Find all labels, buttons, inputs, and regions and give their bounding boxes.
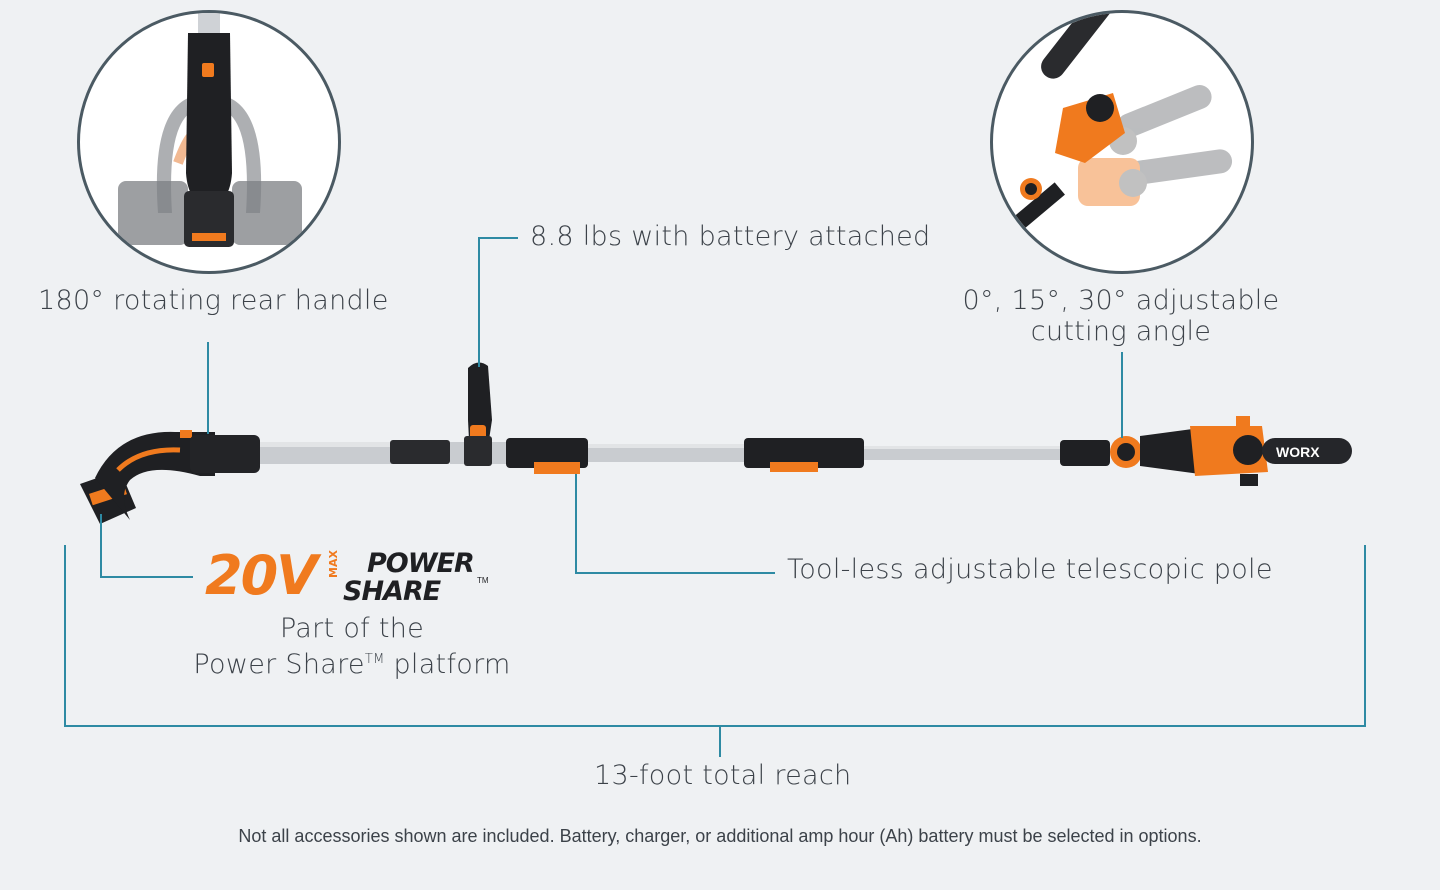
pole-callout-line-v bbox=[575, 474, 577, 573]
platform-tm: TM bbox=[364, 652, 385, 667]
power-share-platform-label: Part of the Power ShareTM platform bbox=[170, 613, 534, 680]
cutting-angle-inset bbox=[990, 10, 1254, 274]
rear-handle-illustration bbox=[118, 13, 302, 247]
cutting-angle-callout-line bbox=[1121, 352, 1123, 438]
platform-line2-end: platform bbox=[384, 649, 511, 680]
rear-handle bbox=[95, 430, 215, 520]
platform-line2: Power Share bbox=[193, 649, 365, 680]
pole-clamp-2 bbox=[744, 438, 864, 472]
pole-clamp-1 bbox=[506, 438, 588, 474]
rear-handle-callout-line bbox=[207, 342, 209, 434]
battery-callout-line-v bbox=[100, 514, 102, 578]
auxiliary-handle bbox=[464, 362, 492, 466]
chainsaw-angle-illustration bbox=[1001, 13, 1233, 240]
logo-max-text: MAX bbox=[327, 550, 340, 578]
logo-20v-text: 20V bbox=[205, 544, 318, 607]
reach-bracket-left bbox=[64, 545, 66, 727]
logo-share-text: SHARE bbox=[343, 576, 441, 607]
platform-line1: Part of the bbox=[279, 613, 425, 644]
cutting-angle-line1: 0°, 15°, 30° adjustable bbox=[962, 285, 1280, 316]
reach-bracket-tick bbox=[719, 725, 721, 757]
pole-callout-line-h bbox=[575, 572, 775, 574]
logo-tm-text: TM bbox=[477, 576, 489, 585]
telescopic-pole-label: Tool-less adjustable telescopic pole bbox=[787, 554, 1273, 585]
power-share-logo: 20V MAX POWER SHARE TM bbox=[205, 544, 500, 608]
rear-handle-inset bbox=[77, 10, 341, 274]
logo-power-text: POWER bbox=[367, 548, 475, 579]
cutting-angle-line2: cutting angle bbox=[1030, 316, 1212, 347]
accessories-footnote: Not all accessories shown are included. … bbox=[238, 826, 1202, 846]
battery-callout-line-h bbox=[100, 576, 193, 578]
worx-bar-logo: WORX bbox=[1276, 444, 1320, 460]
total-reach-label: 13-foot total reach bbox=[594, 760, 852, 791]
weight-callout-line-h bbox=[478, 237, 518, 239]
cutting-angle-label: 0°, 15°, 30° adjustable cutting angle bbox=[955, 285, 1287, 347]
weight-callout-line-v bbox=[478, 237, 480, 367]
reach-bracket-bottom bbox=[64, 725, 1366, 727]
reach-bracket-right bbox=[1364, 545, 1366, 727]
saw-head: WORX bbox=[1060, 416, 1352, 486]
rear-handle-label: 180° rotating rear handle bbox=[38, 285, 389, 316]
weight-label: 8.8 lbs with battery attached bbox=[530, 221, 931, 252]
